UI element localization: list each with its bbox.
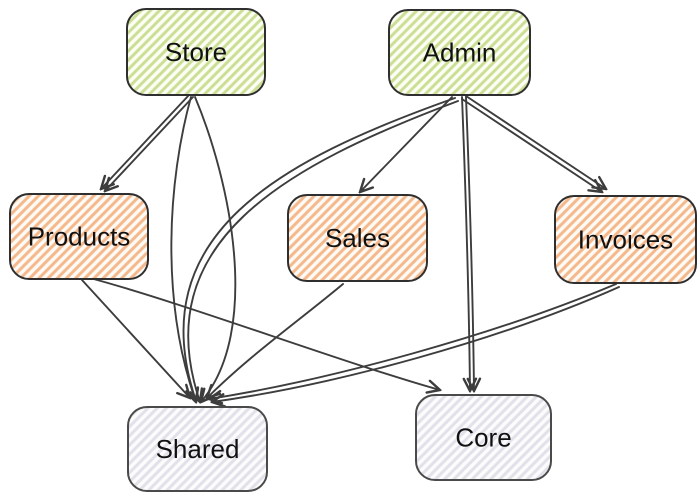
edge-invoices-shared <box>209 283 617 399</box>
edge-store-products <box>101 94 190 189</box>
node-shared-shape <box>127 406 268 492</box>
node-products-shape <box>9 193 149 280</box>
edge-admin-shared <box>187 100 459 402</box>
edge-store-shared <box>170 96 196 402</box>
node-sales: Sales <box>287 194 428 282</box>
node-store: Store <box>126 8 266 96</box>
edge-admin-invoices <box>465 95 606 189</box>
edge-products-core <box>89 277 440 390</box>
node-shared-label: Shared <box>156 434 240 464</box>
node-products-label: Products <box>28 222 131 252</box>
edge-sales-shared <box>207 283 344 398</box>
edge-admin-sales <box>360 96 453 192</box>
node-store-shape <box>126 8 266 96</box>
node-store-label: Store <box>165 37 227 67</box>
node-invoices: Invoices <box>554 195 697 284</box>
node-admin-label: Admin <box>423 38 497 68</box>
edge-store-shared <box>194 96 237 402</box>
edge-admin-core <box>465 96 474 391</box>
edge-products-shared <box>81 279 190 398</box>
edge-store-products <box>105 96 194 191</box>
node-sales-label: Sales <box>325 223 390 253</box>
node-core-shape <box>415 394 552 481</box>
node-admin: Admin <box>388 9 531 96</box>
edge-invoices-shared <box>212 286 620 402</box>
edge-admin-shared <box>182 97 456 401</box>
node-invoices-label: Invoices <box>578 225 673 255</box>
node-sales-shape <box>287 194 428 282</box>
edge-admin-core <box>461 96 470 391</box>
node-core: Core <box>415 394 552 481</box>
node-shared: Shared <box>127 406 268 492</box>
node-admin-shape <box>388 9 531 96</box>
node-invoices-shape <box>554 195 697 284</box>
edge-admin-invoices <box>461 98 602 192</box>
node-products: Products <box>9 193 149 280</box>
node-core-label: Core <box>455 423 511 453</box>
